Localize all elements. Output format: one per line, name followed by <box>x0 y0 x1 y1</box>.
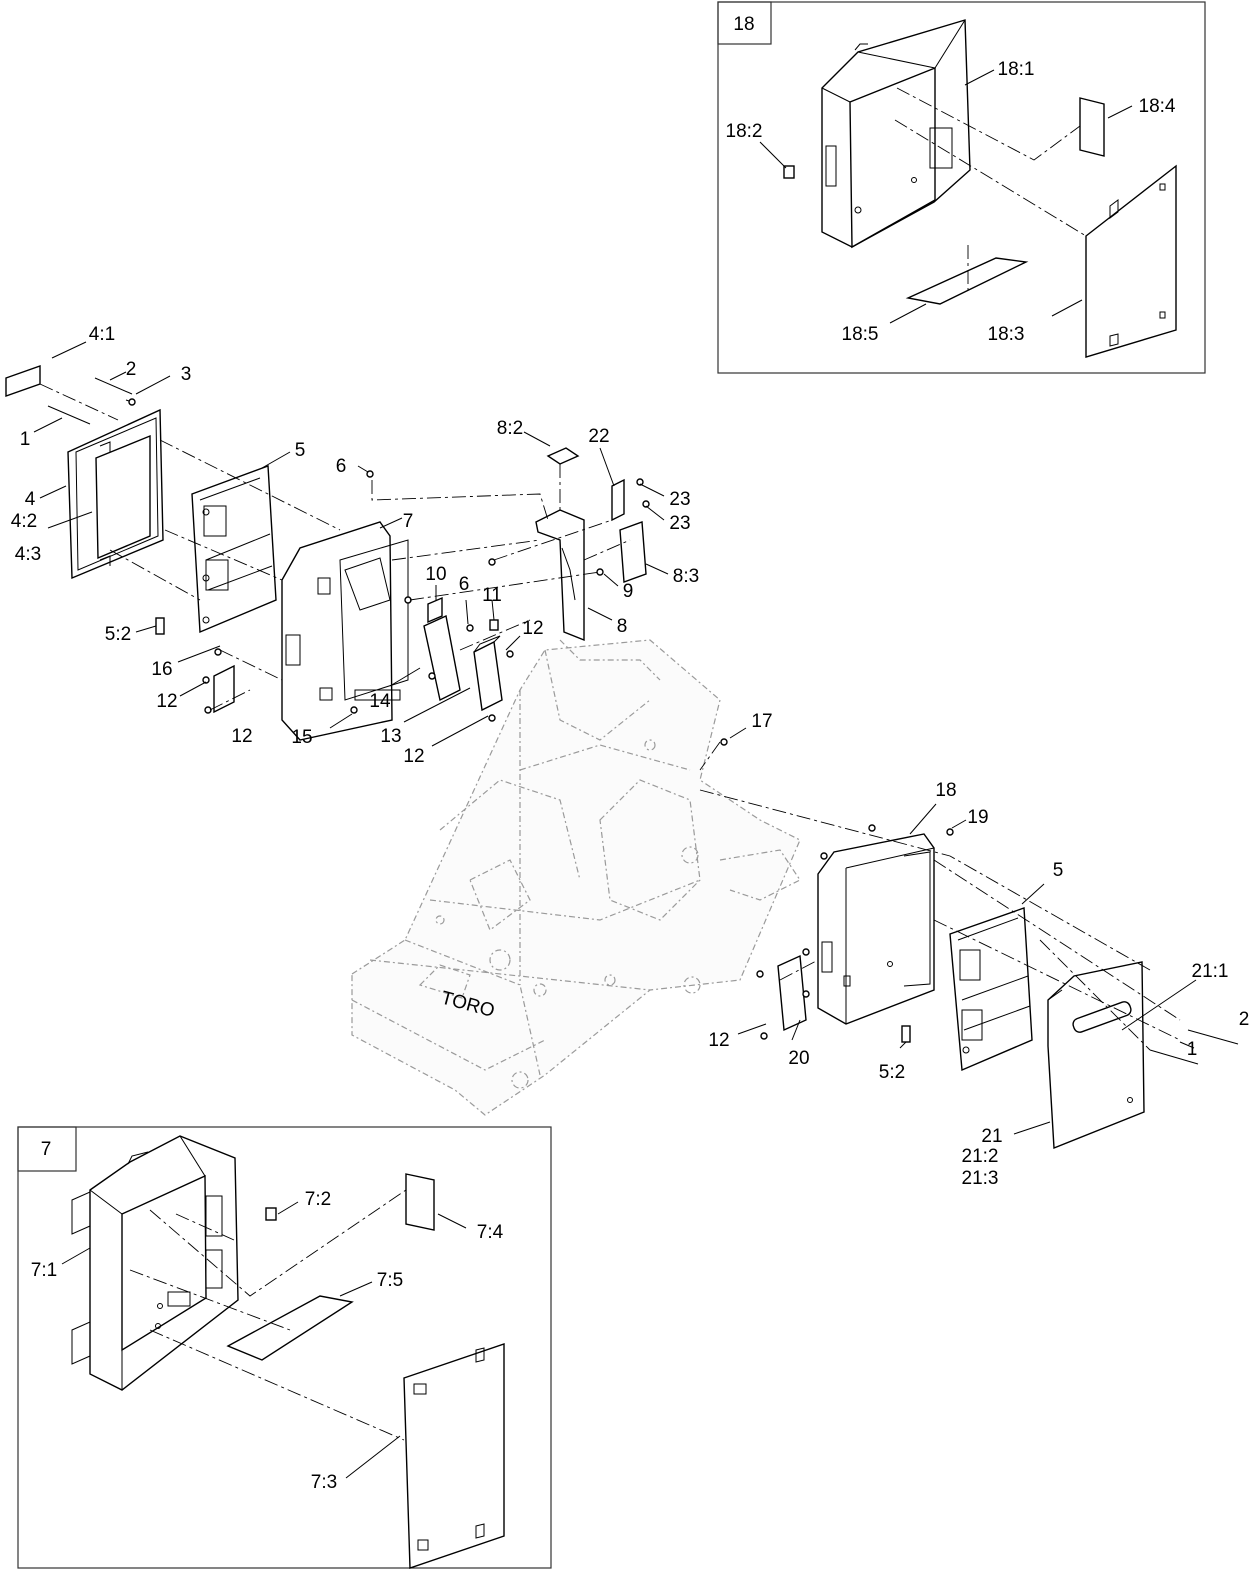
bracket-22 <box>611 478 625 522</box>
relay-box <box>473 640 503 712</box>
callout-c6a: 6 <box>336 456 347 477</box>
callout-c21-3: 21:3 <box>962 1168 999 1189</box>
callout-c18-3: 18:3 <box>988 324 1025 345</box>
callout-c18-2: 18:2 <box>726 121 763 142</box>
tag-5-2-left <box>155 617 165 635</box>
callout-c22: 22 <box>588 426 609 447</box>
clip-7-2 <box>265 1207 277 1221</box>
callout-c15: 15 <box>291 727 312 748</box>
callout-c16: 16 <box>151 659 172 680</box>
control-module-5-left <box>191 465 277 634</box>
callout-c19: 19 <box>967 807 988 828</box>
cover-7-3 <box>403 1343 505 1569</box>
tag-5-2-right <box>901 1025 911 1043</box>
decal-7-4 <box>405 1173 435 1231</box>
callout-c5a: 5 <box>295 440 306 461</box>
callout-c18-5: 18:5 <box>842 324 879 345</box>
callout-c10: 10 <box>425 564 446 585</box>
callout-c21-1: 21:1 <box>1192 961 1229 982</box>
callout-c21: 21 <box>981 1126 1002 1147</box>
callout-c14: 14 <box>369 691 391 712</box>
gasket-8-3 <box>619 521 647 583</box>
callout-c4-3: 4:3 <box>15 544 41 565</box>
callout-c21-2: 21:2 <box>962 1146 999 1167</box>
shroud-18-1 <box>821 19 971 249</box>
decal-4-1 <box>5 365 41 397</box>
callout-c9: 9 <box>623 581 634 602</box>
callout-c4: 4 <box>25 489 36 510</box>
callout-c1a: 1 <box>20 429 31 450</box>
callout-c23a: 23 <box>669 489 690 510</box>
callout-c12b: 12 <box>231 726 252 747</box>
callout-c12a: 12 <box>156 691 177 712</box>
left-assembly: 4:1 2 3 1 4 4:2 4:3 5 5:2 16 12 12 6 7 1… <box>5 324 699 767</box>
right-assembly: 17 18 19 5 21:1 2 1 12 20 5:2 21 21:2 21… <box>699 711 1250 1189</box>
callout-c6b: 6 <box>459 574 470 595</box>
callout-c17: 17 <box>751 711 772 732</box>
cover-plate-21 <box>1047 961 1145 1150</box>
clip-18-2 <box>783 165 795 179</box>
callout-c18-4: 18:4 <box>1139 96 1176 117</box>
plate-13 <box>423 614 461 702</box>
callout-c18-1: 18:1 <box>998 59 1035 80</box>
callout-c23b: 23 <box>669 513 690 534</box>
callout-c1b: 1 <box>1187 1039 1198 1060</box>
foam-18-5 <box>905 257 1029 305</box>
callout-c12e: 12 <box>708 1030 729 1051</box>
bracket-left <box>213 664 235 714</box>
control-module-5-right <box>949 907 1033 1072</box>
callout-c20: 20 <box>788 1048 809 1069</box>
bracket-20 <box>777 954 807 1032</box>
foam-7-5 <box>226 1295 354 1361</box>
shroud-7-assembly <box>281 521 409 741</box>
callout-c5b: 5 <box>1053 860 1064 881</box>
callout-c7-5: 7:5 <box>377 1270 403 1291</box>
callout-c7-3: 7:3 <box>311 1472 337 1493</box>
callout-c4-1: 4:1 <box>89 324 115 345</box>
shroud-18 <box>817 833 935 1025</box>
callout-c3: 3 <box>181 364 192 385</box>
callout-c8-3: 8:3 <box>673 566 699 587</box>
callout-c5-2b: 5:2 <box>879 1062 905 1083</box>
chassis-frame: TORO <box>351 639 801 1116</box>
callout-c12c: 12 <box>522 618 543 639</box>
callout-c18: 18 <box>935 780 956 801</box>
callout-c12d: 12 <box>403 746 424 767</box>
callout-c4-2: 4:2 <box>11 511 37 532</box>
bracket-8 <box>535 509 585 642</box>
shroud-7-1 <box>71 1135 239 1391</box>
callout-c8: 8 <box>617 616 628 637</box>
callout-c2b: 2 <box>1239 1009 1250 1030</box>
clip-10 <box>427 596 443 624</box>
callout-c5-2a: 5:2 <box>105 624 131 645</box>
callout-c2a: 2 <box>126 359 137 380</box>
decal-8-2 <box>546 447 580 465</box>
cover-plate-4 <box>67 408 164 580</box>
detail-18-tag: 18 <box>733 14 754 35</box>
callout-c7: 7 <box>403 511 414 532</box>
detail-7-tag: 7 <box>41 1139 52 1160</box>
callout-c7-1: 7:1 <box>31 1260 57 1281</box>
callout-c7-2: 7:2 <box>305 1189 331 1210</box>
detail-7-panel: 7 <box>17 1126 552 1569</box>
detail-18-panel: 18 18:1 18:2 <box>717 1 1206 374</box>
callout-c7-4: 7:4 <box>477 1222 504 1243</box>
decal-18-4 <box>1079 97 1105 157</box>
callout-c11: 11 <box>482 585 502 606</box>
cover-18-3 <box>1085 164 1177 358</box>
callout-c13: 13 <box>380 726 401 747</box>
callout-c8-2: 8:2 <box>497 418 523 439</box>
